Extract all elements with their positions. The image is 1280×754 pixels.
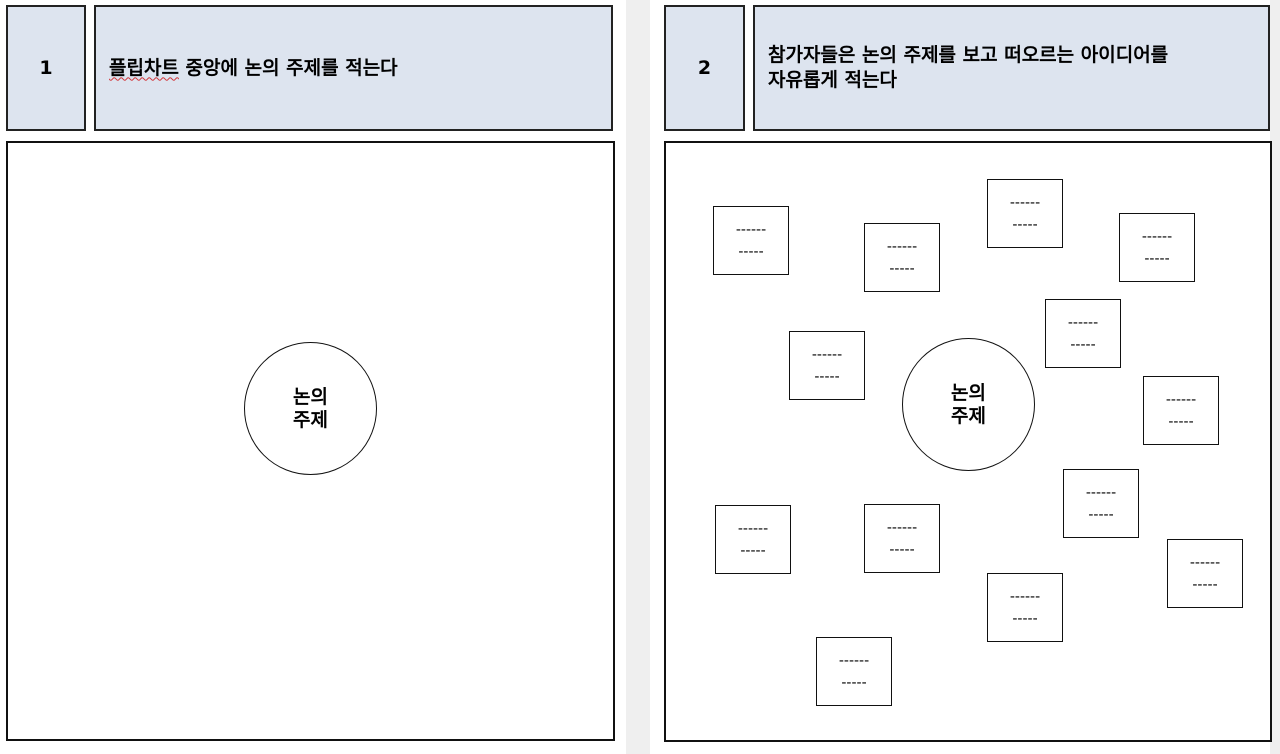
idea-note-line1: ------ (811, 346, 843, 363)
idea-note-line1: ------ (1085, 484, 1117, 501)
idea-note: ------ ----- (1045, 299, 1121, 368)
step1-title-rest: 중앙에 논의 주제를 적는다 (178, 56, 398, 79)
step1-title-box: 플립차트 중앙에 논의 주제를 적는다 (94, 5, 613, 131)
step2-topic-circle: 논의 주제 (902, 338, 1035, 471)
idea-note-line2: ----- (1070, 336, 1096, 353)
step1-topic-circle: 논의 주제 (244, 342, 377, 475)
idea-note-line2: ----- (1192, 576, 1218, 593)
idea-note: ------ ----- (715, 505, 791, 574)
idea-note: ------ ----- (987, 573, 1063, 642)
step1-topic-line2: 주제 (293, 408, 328, 431)
step1-flipchart: 논의 주제 (6, 141, 615, 741)
idea-note-line2: ----- (889, 541, 915, 558)
step1-number-box: 1 (6, 5, 86, 131)
step2-number: 2 (697, 57, 712, 79)
step2-topic-line2: 주제 (951, 404, 986, 427)
step2-title-line1: 참가자들은 논의 주제를 보고 떠오르는 아이디어를 (768, 44, 1169, 66)
idea-note: ------ ----- (789, 331, 865, 400)
idea-note-line2: ----- (1144, 250, 1170, 267)
idea-note-line1: ------ (737, 520, 769, 537)
idea-note-line2: ----- (740, 542, 766, 559)
idea-note: ------ ----- (1063, 469, 1139, 538)
idea-note: ------ ----- (864, 223, 940, 292)
idea-note-line2: ----- (814, 368, 840, 385)
step2-number-box: 2 (664, 5, 745, 131)
idea-note: ------ ----- (816, 637, 892, 706)
idea-note-line2: ----- (841, 674, 867, 691)
idea-note-line2: ----- (1088, 506, 1114, 523)
idea-note-line2: ----- (1168, 413, 1194, 430)
step2-title-box: 참가자들은 논의 주제를 보고 떠오르는 아이디어를 자유롭게 적는다 (753, 5, 1270, 131)
idea-note-line1: ------ (1141, 228, 1173, 245)
idea-note-line1: ------ (1009, 588, 1041, 605)
step1-number: 1 (39, 57, 53, 79)
step2-topic-line1: 논의 (951, 381, 986, 404)
step2-title: 참가자들은 논의 주제를 보고 떠오르는 아이디어를 자유롭게 적는다 (768, 43, 1168, 93)
right-gutter (1270, 0, 1280, 754)
idea-note: ------ ----- (1119, 213, 1195, 282)
panel-gutter (626, 0, 650, 754)
idea-note-line1: ------ (1067, 314, 1099, 331)
idea-note-line2: ----- (738, 243, 764, 260)
step2-title-line2: 자유롭게 적는다 (768, 69, 897, 91)
step1-topic-line1: 논의 (293, 385, 328, 408)
idea-note: ------ ----- (987, 179, 1063, 248)
idea-note: ------ ----- (864, 504, 940, 573)
idea-note-line2: ----- (889, 260, 915, 277)
idea-note-line2: ----- (1012, 216, 1038, 233)
idea-note-line1: ------ (838, 652, 870, 669)
idea-note: ------ ----- (1143, 376, 1219, 445)
idea-note-line1: ------ (886, 519, 918, 536)
idea-note-line1: ------ (886, 238, 918, 255)
idea-note: ------ ----- (713, 206, 789, 275)
idea-note-line1: ------ (1165, 391, 1197, 408)
idea-note: ------ ----- (1167, 539, 1243, 608)
idea-note-line2: ----- (1012, 610, 1038, 627)
idea-note-line1: ------ (735, 221, 767, 238)
idea-note-line1: ------ (1189, 554, 1221, 571)
step2-flipchart: 논의 주제 ------ ----- ------ ----- ------ -… (664, 141, 1272, 742)
step1-title-underlined: 플립차트 (109, 56, 179, 79)
step1-title: 플립차트 중앙에 논의 주제를 적는다 (109, 56, 398, 81)
idea-note-line1: ------ (1009, 194, 1041, 211)
